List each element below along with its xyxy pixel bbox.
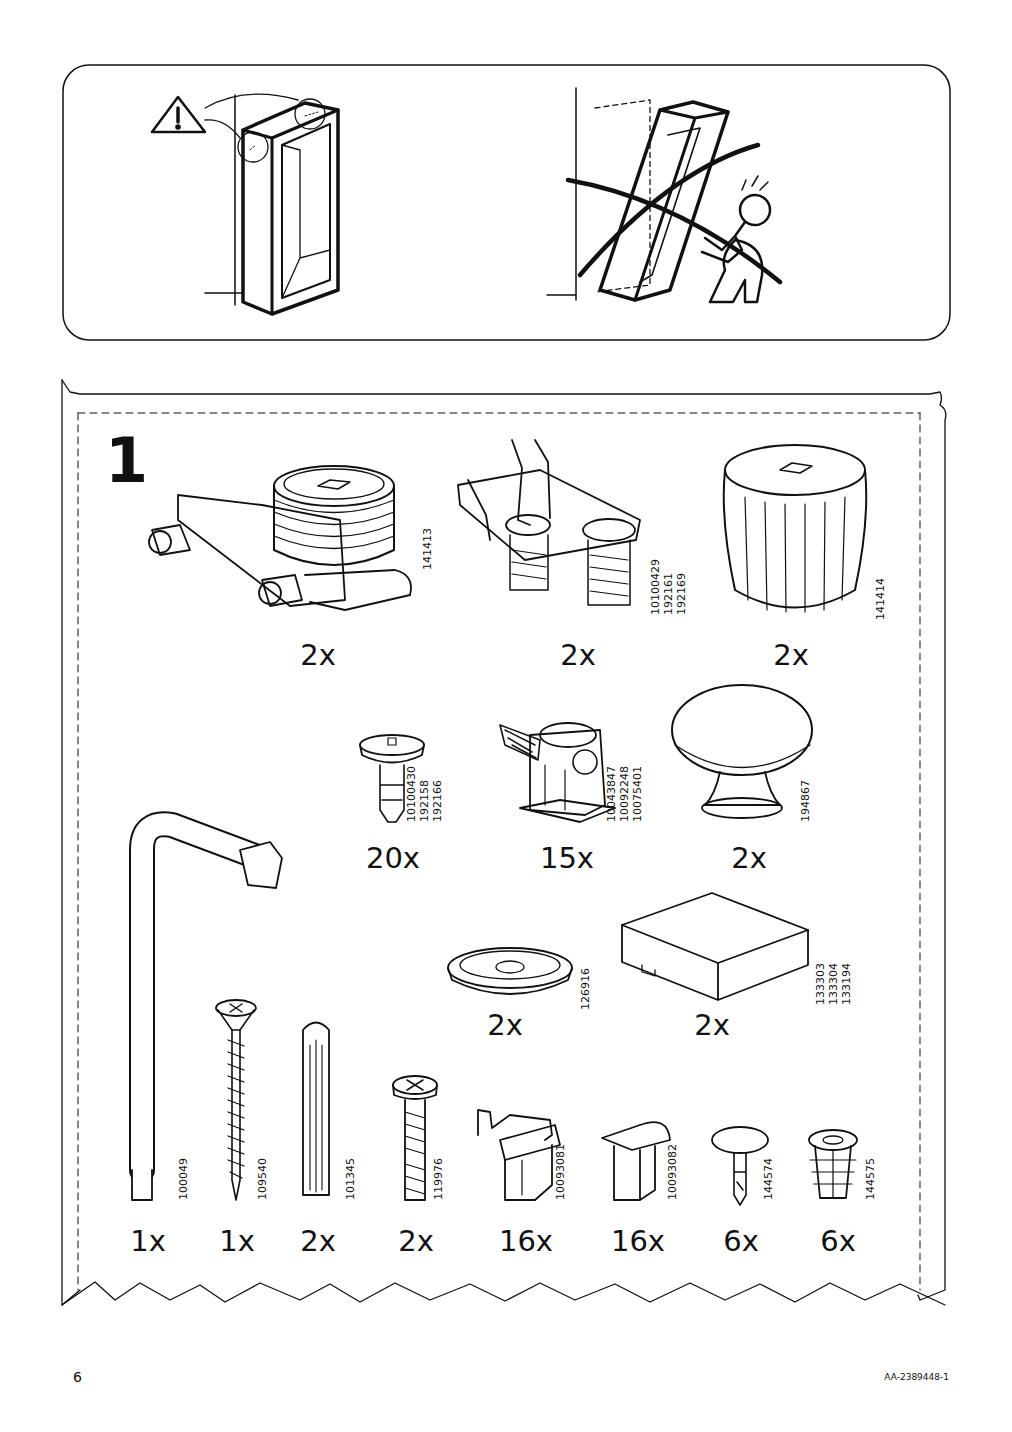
quantity-label: 2x bbox=[300, 641, 336, 670]
part-number: 144574 bbox=[763, 1158, 774, 1200]
part-number: 119976 bbox=[433, 1158, 444, 1200]
part-number: 10043847 bbox=[606, 766, 617, 822]
quantity-label: 2x bbox=[731, 844, 767, 873]
part-number: 144575 bbox=[865, 1158, 876, 1200]
quantity-label: 2x bbox=[487, 1011, 523, 1040]
step-number: 1 bbox=[105, 430, 148, 492]
part-number: 10075401 bbox=[632, 766, 643, 822]
part-number: 10093081 bbox=[555, 1144, 566, 1200]
part-number: 101345 bbox=[345, 1158, 356, 1200]
part-number: 192166 bbox=[432, 780, 443, 822]
quantity-label: 2x bbox=[398, 1227, 434, 1256]
part-number: 192158 bbox=[419, 780, 430, 822]
part-number: 100049 bbox=[178, 1158, 189, 1200]
part-number: 192161 bbox=[663, 573, 674, 615]
quantity-label: 2x bbox=[560, 641, 596, 670]
part-number: 194867 bbox=[800, 780, 811, 822]
part-number: 10100429 bbox=[650, 559, 661, 615]
part-number: 133303 bbox=[815, 963, 826, 1005]
part-number: 10092248 bbox=[619, 766, 630, 822]
part-number: 109540 bbox=[257, 1158, 268, 1200]
quantity-label: 16x bbox=[611, 1227, 665, 1256]
quantity-label: 1x bbox=[219, 1227, 255, 1256]
document-code: AA-2389448-1 bbox=[884, 1373, 949, 1382]
part-number: 141414 bbox=[875, 578, 886, 620]
part-number: 126916 bbox=[580, 968, 591, 1010]
part-number: 141413 bbox=[422, 528, 433, 570]
quantity-label: 2x bbox=[773, 641, 809, 670]
part-number: 133194 bbox=[841, 963, 852, 1005]
part-number: 10100430 bbox=[406, 766, 417, 822]
part-number: 192169 bbox=[676, 573, 687, 615]
quantity-label: 6x bbox=[820, 1227, 856, 1256]
quantity-label: 16x bbox=[499, 1227, 553, 1256]
page-number: 6 bbox=[73, 1370, 82, 1384]
quantity-label: 1x bbox=[130, 1227, 166, 1256]
quantity-label: 2x bbox=[300, 1227, 336, 1256]
quantity-label: 15x bbox=[540, 844, 594, 873]
part-number: 10093082 bbox=[667, 1144, 678, 1200]
quantity-label: 20x bbox=[366, 844, 420, 873]
part-number: 133304 bbox=[828, 963, 839, 1005]
quantity-label: 6x bbox=[723, 1227, 759, 1256]
quantity-label: 2x bbox=[694, 1011, 730, 1040]
